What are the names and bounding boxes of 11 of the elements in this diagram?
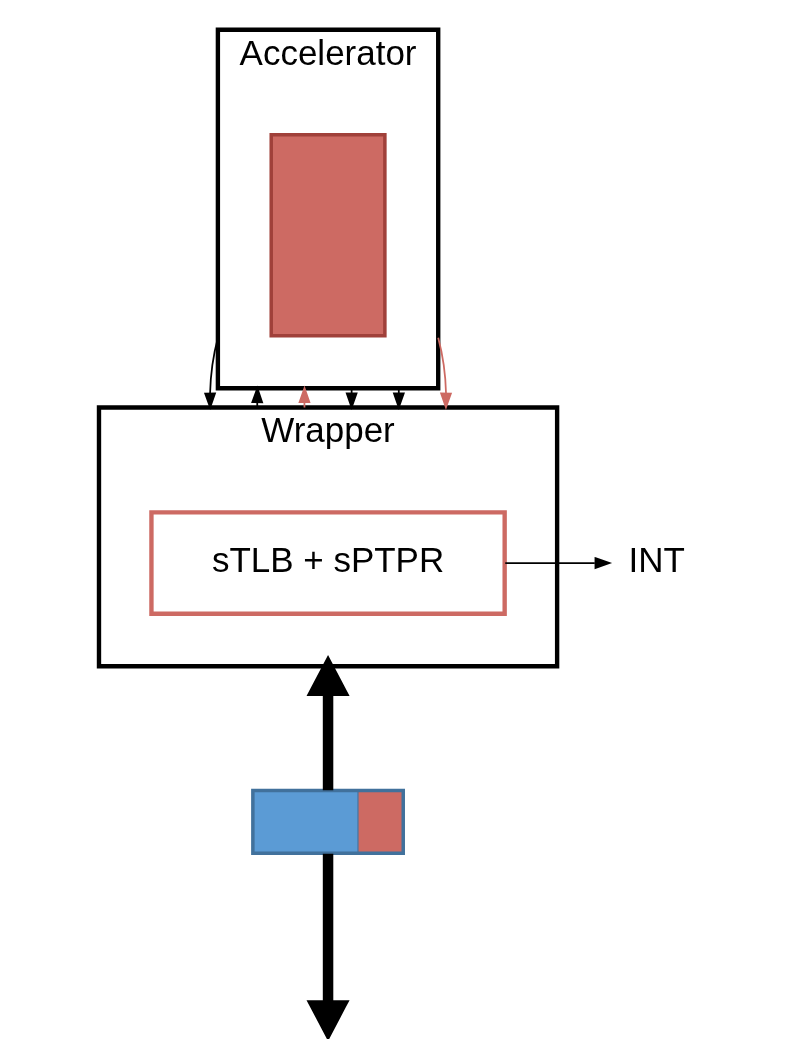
- arrow: [306, 853, 350, 1039]
- node-box: sTLB + sPTPR: [149, 510, 507, 616]
- cluster: Accelerator: [215, 27, 441, 391]
- arrow: [306, 654, 350, 791]
- arrow: [203, 336, 219, 411]
- arrow: [251, 385, 264, 409]
- arrow: [437, 336, 453, 411]
- node-text: INT: [628, 539, 685, 579]
- arrow: [504, 556, 613, 570]
- node-bar: [269, 132, 387, 338]
- arrow: [392, 387, 405, 411]
